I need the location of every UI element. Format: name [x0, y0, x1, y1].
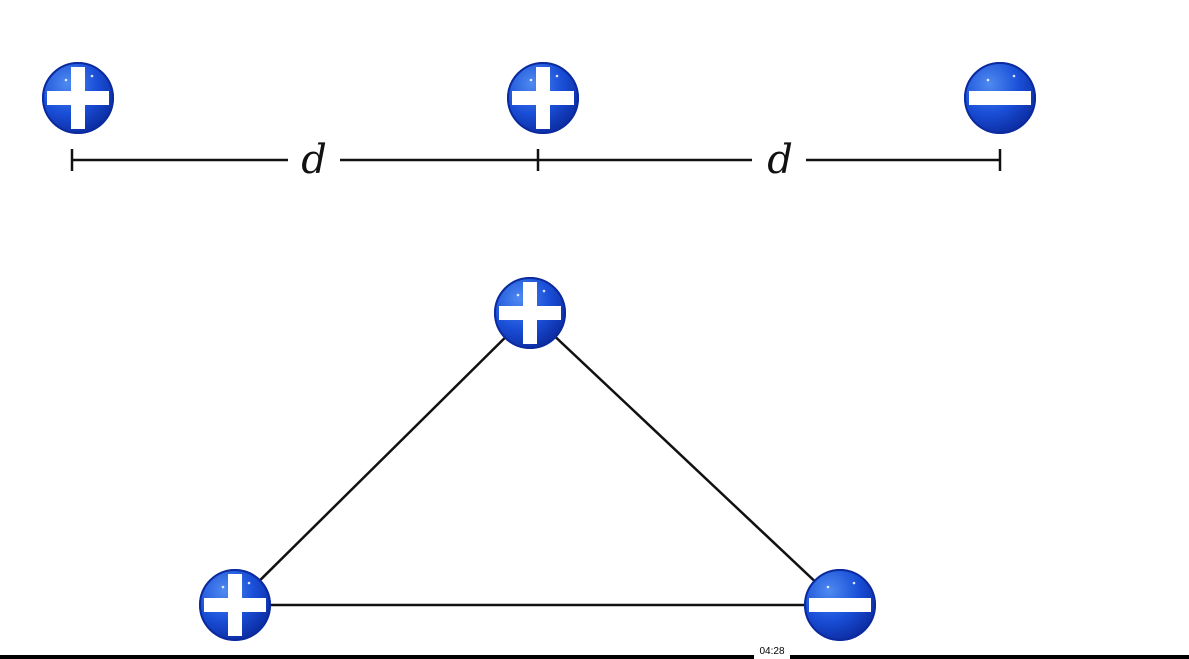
- plus-sign-icon: [47, 67, 109, 129]
- negative-charge-right: [964, 62, 1036, 134]
- minus-sign-icon: [969, 91, 1031, 105]
- plus-sign-icon: [499, 282, 561, 344]
- spacing-label-left: d: [301, 137, 327, 183]
- linear-dimension-line: d d: [70, 137, 1002, 183]
- video-timestamp: 04:28: [754, 645, 790, 659]
- negative-charge-bottom-right: [804, 569, 876, 641]
- positive-charge-middle: [507, 62, 579, 134]
- positive-charge-bottom-left: [199, 569, 271, 641]
- video-progress-bar[interactable]: [0, 655, 1189, 659]
- plus-sign-icon: [512, 67, 574, 129]
- triangle-edges: [234, 312, 841, 607]
- positive-charge-left: [42, 62, 114, 134]
- spacing-label-right: d: [767, 137, 793, 183]
- triangle-edge-left: [234, 312, 531, 606]
- minus-sign-icon: [809, 598, 871, 612]
- triangle-edge-right: [529, 312, 841, 606]
- plus-sign-icon: [204, 574, 266, 636]
- positive-charge-top: [494, 277, 566, 349]
